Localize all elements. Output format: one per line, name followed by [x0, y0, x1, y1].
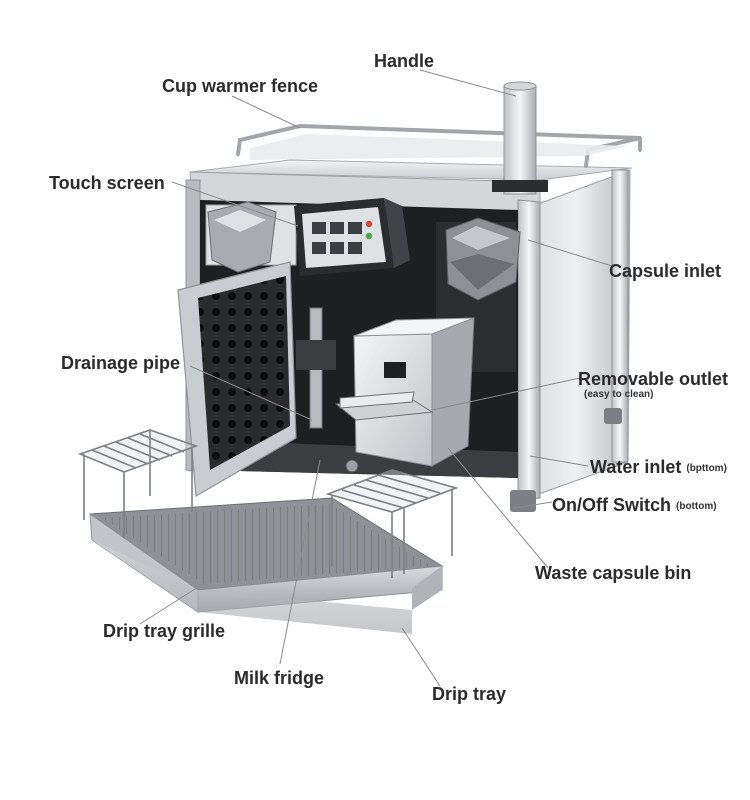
label-drip-tray-grille: Drip tray grille	[103, 621, 226, 641]
switch-knob	[345, 459, 359, 473]
label-removable-outlet-text: Removable outlet	[578, 369, 729, 389]
leader-lines	[139, 69, 613, 687]
drip-tray-grille-right	[325, 469, 459, 578]
fridge-door-panel	[198, 276, 290, 470]
leader-capsule-inlet	[527, 239, 613, 267]
leader-drip-tray	[401, 627, 441, 687]
leader-handle	[419, 69, 517, 97]
label-removable-outlet-note: (easy to clean)	[584, 389, 654, 400]
label-touch-screen: Touch screen	[49, 173, 165, 193]
leader-removable-outlet	[431, 377, 581, 411]
leader-drip-tray-grille	[139, 581, 207, 625]
back-foot	[604, 408, 622, 424]
leader-touch-screen	[171, 181, 299, 227]
leader-milk-fridge	[279, 459, 321, 665]
leader-on-off-switch	[513, 501, 553, 509]
label-waste-capsule-bin: Waste capsule bin	[535, 563, 692, 583]
leader-waste-capsule-bin	[447, 447, 549, 569]
handle-pipe	[503, 85, 537, 195]
back-right-pillar	[611, 169, 629, 463]
label-drainage-pipe: Drainage pipe	[61, 353, 181, 373]
label-on-off-switch-text: On/Off Switch	[552, 495, 671, 515]
right-foot	[510, 490, 536, 512]
leader-water-inlet	[529, 455, 589, 467]
leader-drainage-pipe	[189, 365, 313, 421]
label-cup-warmer-fence: Cup warmer fence	[162, 76, 319, 96]
waste-bin-top	[353, 317, 475, 337]
label-water-inlet: Water inlet (bpttom)	[590, 458, 727, 476]
label-drip-tray: Drip tray	[432, 684, 507, 704]
cup-warmer-fence	[236, 123, 642, 168]
label-water-inlet-note: (bpttom)	[686, 463, 727, 474]
drip-tray-grille-left	[77, 429, 199, 538]
label-on-off-switch: On/Off Switch (bottom)	[552, 496, 717, 514]
waste-bin-side	[431, 317, 475, 467]
label-capsule-inlet: Capsule inlet	[609, 261, 722, 281]
leader-cup-warmer-fence	[231, 95, 301, 129]
label-milk-fridge: Milk fridge	[234, 668, 325, 688]
label-on-off-switch-note: (bottom)	[676, 501, 717, 512]
label-water-inlet-text: Water inlet	[590, 457, 682, 477]
label-removable-outlet: Removable outlet (easy to clean)	[578, 369, 729, 400]
label-handle: Handle	[374, 51, 435, 71]
right-pillar	[517, 199, 541, 501]
touch-screen-display	[302, 207, 386, 268]
